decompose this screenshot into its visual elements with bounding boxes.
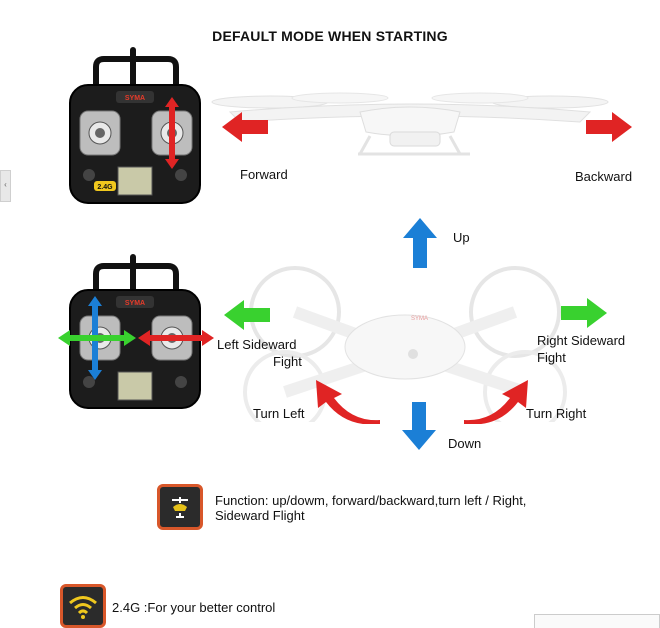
left-sideward-label: Left Sideward <box>217 337 297 352</box>
side-scroll-tab[interactable]: ‹ <box>0 170 11 202</box>
remote-badge-text: 2.4G <box>97 184 113 191</box>
remote-controller-bottom: SYMA <box>58 254 214 409</box>
left-fight-label: Fight <box>273 354 302 369</box>
up-label: Up <box>453 230 470 245</box>
forward-label: Forward <box>240 167 288 182</box>
remote-brand-text-2: SYMA <box>125 300 145 307</box>
turn-left-arrow-icon <box>316 380 380 424</box>
down-label: Down <box>448 436 482 451</box>
arrow-up-icon <box>403 218 437 268</box>
right-sideward-label: Right Sideward <box>537 333 626 348</box>
function-feature-icon <box>157 484 203 530</box>
turn-left-label: Turn Left <box>253 406 305 421</box>
quadcopter-top-image: SYMA <box>243 266 567 422</box>
function-description: Function: up/dowm, forward/backward,turn… <box>215 493 545 523</box>
wifi-signal-icon <box>60 584 106 628</box>
arrow-backward-icon <box>586 112 632 142</box>
quadcopter-side-image <box>211 92 609 156</box>
arrow-down-icon <box>402 402 436 450</box>
arrow-left-sideward-icon <box>224 300 270 330</box>
arrow-right-sideward-icon <box>561 298 607 328</box>
turn-right-label: Turn Right <box>526 406 587 421</box>
remote-brand-text: SYMA <box>125 95 145 102</box>
backward-label: Backward <box>575 169 633 184</box>
page-title: DEFAULT MODE WHEN STARTING <box>212 28 448 44</box>
function-line-2: Sideward Flight <box>215 508 305 523</box>
right-fight-label: Fight <box>537 350 566 365</box>
svg-text:SYMA: SYMA <box>411 316 428 322</box>
signal-description: 2.4G :For your better control <box>112 600 276 615</box>
function-line-1: Function: up/dowm, forward/backward,turn… <box>215 493 527 508</box>
turn-right-arrow-icon <box>464 380 528 424</box>
remote-controller-top: SYMA 2.4G <box>69 47 201 204</box>
arrow-forward-icon <box>222 112 268 142</box>
corner-popup-tab[interactable] <box>534 614 660 628</box>
